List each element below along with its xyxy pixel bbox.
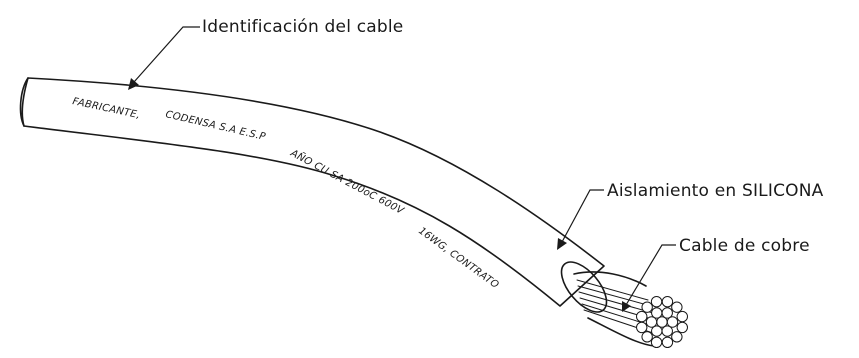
copper-strand-end	[651, 307, 663, 319]
copper-strand-end	[671, 331, 683, 343]
copper-strand-end	[641, 301, 653, 313]
copper-strand-end	[661, 325, 673, 337]
copper-strand-end	[641, 331, 653, 343]
callout-identification: Identificación del cable	[128, 17, 403, 90]
cable-cut-end	[560, 261, 657, 347]
copper-strand-end	[661, 336, 674, 348]
callout-conductor: Cable de cobre	[622, 236, 810, 312]
copper-strand-end	[650, 336, 663, 348]
copper-strand-end	[645, 316, 658, 328]
copper-strand-end	[636, 310, 648, 323]
callout-conductor-label: Cable de cobre	[679, 236, 810, 256]
copper-strand-end	[661, 296, 674, 308]
copper-strand-end	[650, 296, 663, 308]
copper-strand-end	[666, 316, 679, 328]
cable-printing: FABRICANTE, CODENSA S.A E.S.P AÑO CU SA …	[71, 96, 500, 291]
copper-strand-end	[671, 301, 683, 313]
copper-strand-end	[661, 307, 673, 319]
cable-jacket	[19, 77, 605, 307]
callout-identification-label: Identificación del cable	[202, 17, 403, 37]
callout-insulation-label: Aislamiento en SILICONA	[607, 181, 824, 201]
copper-strand-end	[636, 321, 648, 334]
copper-strand-ends	[636, 296, 688, 348]
print-company: CODENSA S.A E.S.P	[164, 109, 267, 143]
callout-insulation: Aislamiento en SILICONA	[557, 181, 824, 250]
print-contract: 16WG, CONTRATO	[416, 226, 500, 292]
copper-strand-end	[676, 321, 688, 334]
print-manufacturer: FABRICANTE,	[71, 96, 141, 121]
copper-strand-end	[676, 310, 688, 323]
print-specs: AÑO CU SA 200oC 600V	[288, 146, 407, 218]
copper-strand-end	[651, 325, 663, 337]
